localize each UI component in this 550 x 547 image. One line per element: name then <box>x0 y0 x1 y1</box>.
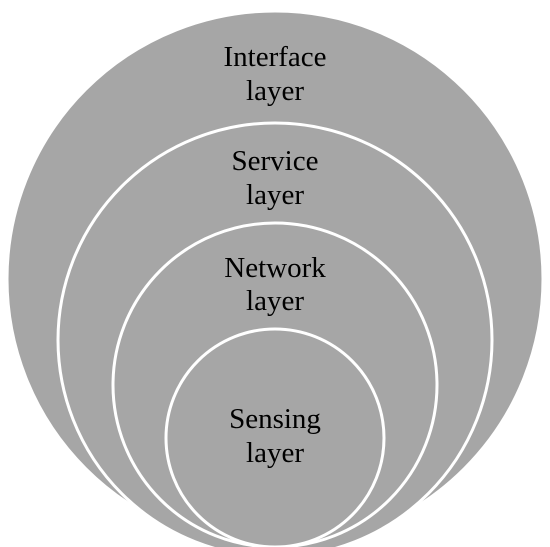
sensing-layer-label-line2: layer <box>246 437 304 469</box>
network-layer-label-line2: layer <box>246 285 304 317</box>
sensing-layer-label-line1: Sensing <box>229 403 321 435</box>
interface-layer-label-line2: layer <box>246 75 304 107</box>
sensing-layer-circle <box>164 327 386 547</box>
interface-layer-label-line1: Interface <box>223 41 326 73</box>
network-layer-label-line1: Network <box>224 252 326 284</box>
service-layer-label-line1: Service <box>232 145 319 177</box>
service-layer-label-line2: layer <box>246 179 304 211</box>
